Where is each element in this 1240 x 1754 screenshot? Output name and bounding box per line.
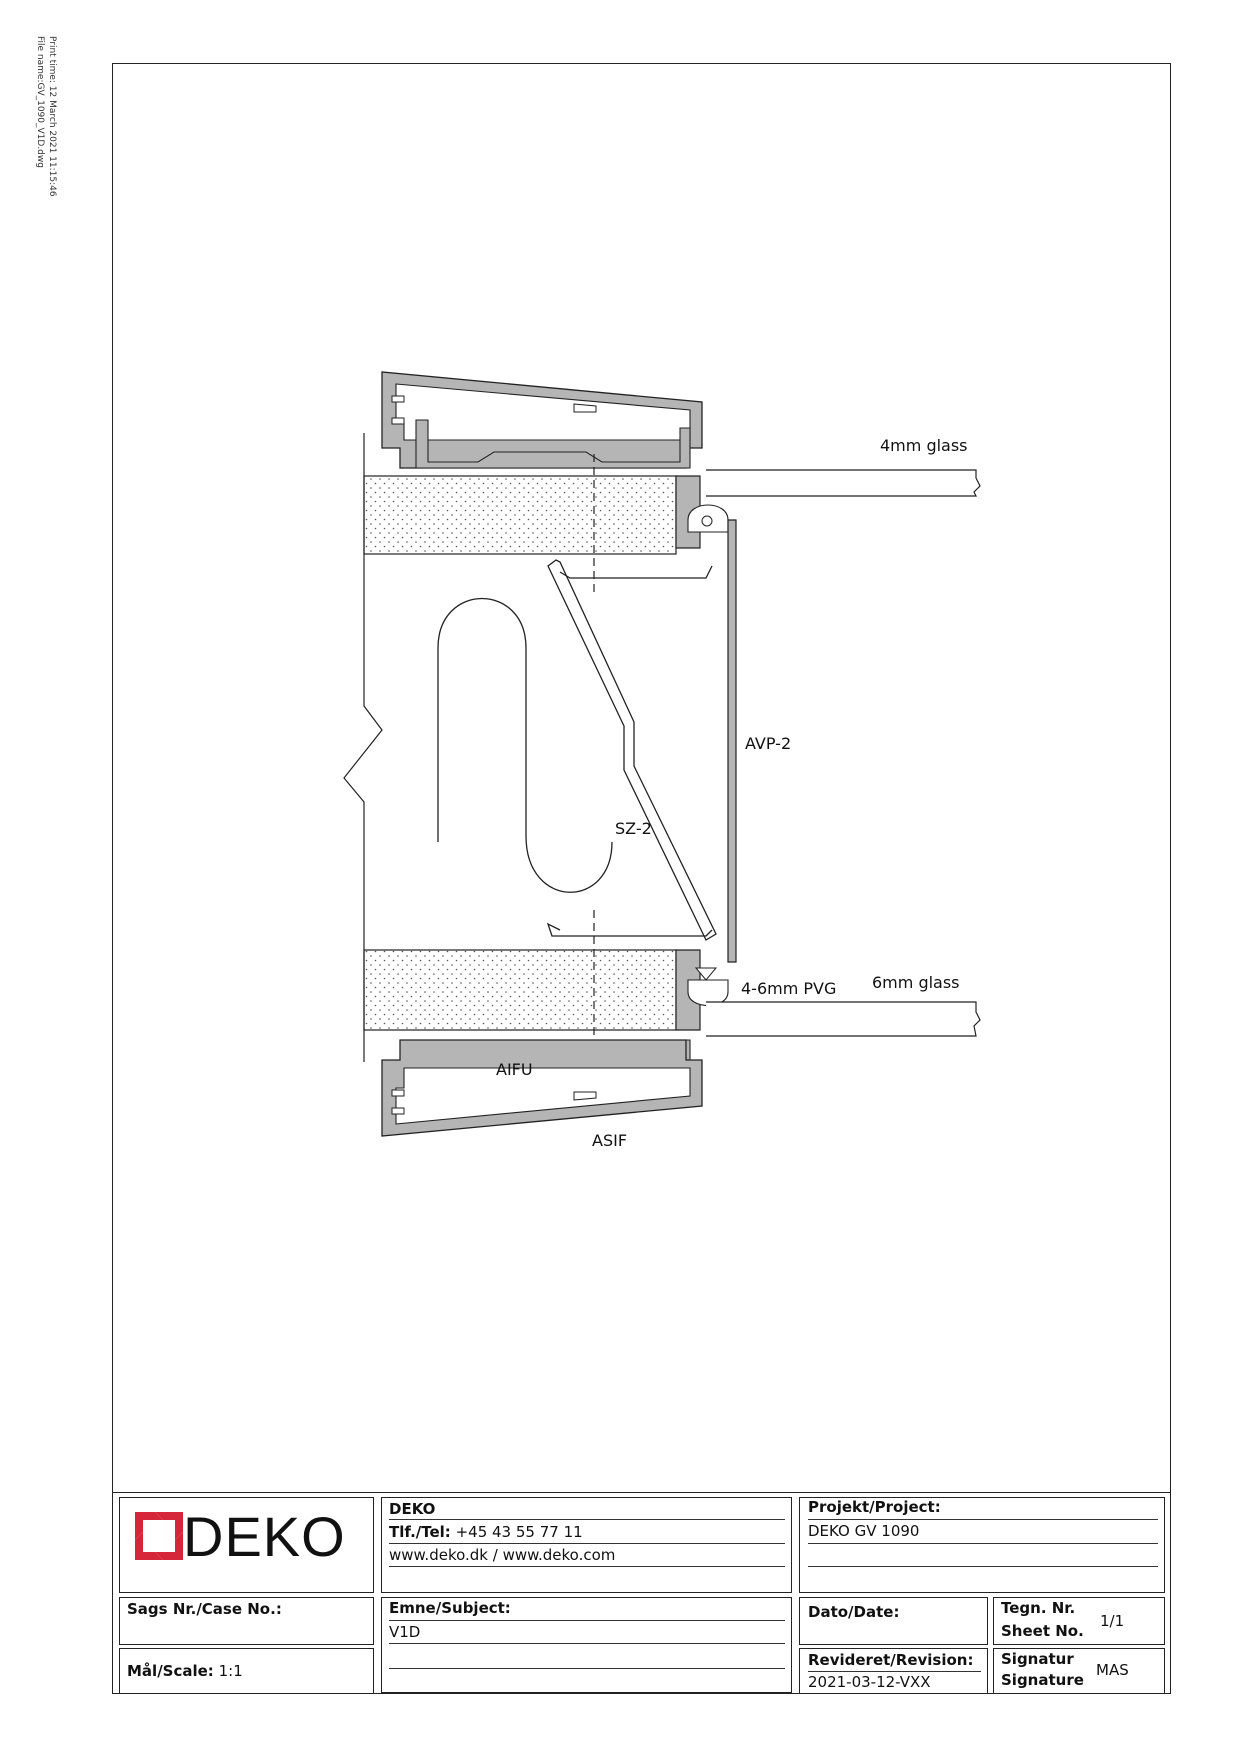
label-avp: AVP-2 — [745, 734, 791, 753]
signature-label-2: Signature — [1001, 1671, 1084, 1689]
top-glass — [706, 469, 981, 497]
avp-profile — [727, 519, 737, 963]
signature-cell — [993, 1648, 1165, 1694]
case-cell — [119, 1597, 374, 1645]
sz-spring — [547, 559, 717, 941]
sheet-label-2: Sheet No. — [1001, 1622, 1084, 1640]
label-sz: SZ-2 — [615, 819, 652, 838]
slot-outline — [437, 598, 613, 893]
label-pvg: 4-6mm PVG — [741, 979, 836, 998]
project-cell — [799, 1497, 1165, 1593]
project-value: DEKO GV 1090 — [808, 1522, 920, 1540]
subject-label: Emne/Subject: — [389, 1599, 511, 1617]
company-web: www.deko.dk / www.deko.com — [389, 1546, 616, 1564]
revision-value: 2021-03-12-VXX — [808, 1673, 931, 1691]
case-label: Sags Nr./Case No.: — [127, 1600, 282, 1618]
scale: Mål/Scale: 1:1 — [127, 1662, 243, 1680]
label-glass-bottom: 6mm glass — [872, 973, 960, 992]
top-insulation — [363, 475, 677, 555]
wall-break-line — [343, 433, 383, 1062]
subject-value: V1D — [389, 1623, 421, 1641]
deko-logo: DEKO — [135, 1505, 355, 1568]
bottom-asif-inner — [395, 1067, 691, 1125]
date-cell — [799, 1597, 988, 1645]
label-glass-top: 4mm glass — [880, 436, 968, 455]
signature-label-1: Signatur — [1001, 1650, 1074, 1668]
deko-logo-word: DEKO — [183, 1505, 346, 1568]
revision-label: Revideret/Revision: — [808, 1651, 974, 1669]
project-label: Projekt/Project: — [808, 1498, 941, 1516]
date-label: Dato/Date: — [808, 1603, 900, 1621]
scale-cell — [119, 1648, 374, 1694]
subject-cell — [381, 1597, 792, 1693]
sheet-label-1: Tegn. Nr. — [1001, 1599, 1076, 1617]
company-tel: Tlf./Tel: +45 43 55 77 11 — [389, 1523, 583, 1541]
sheet-cell — [993, 1597, 1165, 1645]
deko-logo-icon — [135, 1512, 183, 1560]
bottom-glass — [706, 1001, 981, 1037]
company-cell — [381, 1497, 792, 1593]
company-name: DEKO — [389, 1500, 436, 1518]
sheet-value: 1/1 — [1100, 1612, 1125, 1630]
bottom-insulation — [363, 949, 677, 1031]
signature-value: MAS — [1096, 1661, 1129, 1679]
top-aifu-profile — [415, 419, 691, 469]
label-asif: ASIF — [592, 1131, 627, 1150]
label-aifu: AIFU — [496, 1060, 533, 1079]
